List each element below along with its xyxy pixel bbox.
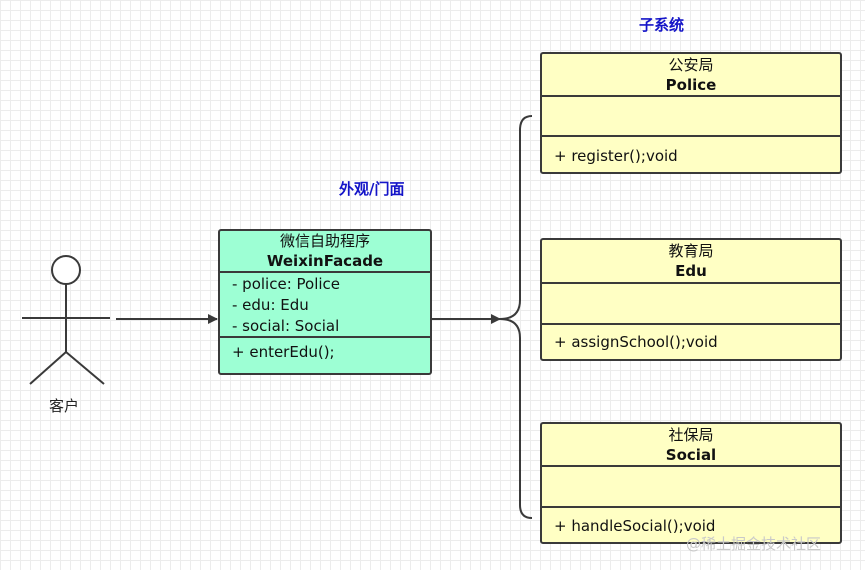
social-attributes	[542, 467, 840, 508]
facade-methods: + enterEdu();	[220, 338, 430, 363]
facade-attribute: - social: Social	[232, 317, 340, 335]
police-stereotype: 公安局	[668, 56, 714, 74]
social-methods: + handleSocial();void	[542, 508, 840, 537]
edu-method: + assignSchool();void	[554, 333, 718, 351]
social-class-name: Social	[665, 446, 717, 464]
watermark: @稀土掘金技术社区	[686, 535, 822, 553]
social-method: + handleSocial();void	[554, 517, 716, 535]
subsystem-brace	[499, 115, 533, 519]
social-class-header: 社保局 Social	[542, 424, 840, 467]
police-methods: + register();void	[542, 137, 840, 167]
social-class-box[interactable]: 社保局 Social + handleSocial();void	[540, 422, 842, 544]
edu-class-name: Edu	[675, 262, 707, 280]
subsystem-label: 子系统	[639, 16, 685, 34]
police-attributes	[542, 97, 840, 137]
edu-class-header: 教育局 Edu	[542, 240, 840, 284]
facade-class-name: WeixinFacade	[266, 252, 384, 270]
actor-label: 客户	[49, 397, 80, 415]
facade-stereotype: 微信自助程序	[279, 232, 370, 250]
police-class-name: Police	[665, 76, 717, 94]
facade-attribute: - edu: Edu	[232, 296, 309, 314]
facade-label: 外观/门面	[339, 180, 405, 198]
actor-icon	[22, 255, 110, 385]
edu-class-box[interactable]: 教育局 Edu + assignSchool();void	[540, 238, 842, 361]
police-method: + register();void	[554, 147, 678, 165]
facade-method: + enterEdu();	[232, 343, 335, 361]
edu-methods: + assignSchool();void	[542, 325, 840, 353]
edu-attributes	[542, 284, 840, 325]
facade-class-header: 微信自助程序 WeixinFacade	[220, 231, 430, 273]
edu-stereotype: 教育局	[668, 242, 714, 260]
social-stereotype: 社保局	[668, 426, 714, 444]
police-class-header: 公安局 Police	[542, 54, 840, 97]
facade-attribute: - police: Police	[232, 275, 341, 293]
facade-class-box[interactable]: 微信自助程序 WeixinFacade - police: Police - e…	[218, 229, 432, 375]
facade-attributes: - police: Police - edu: Edu - social: So…	[220, 273, 430, 338]
police-class-box[interactable]: 公安局 Police + register();void	[540, 52, 842, 174]
